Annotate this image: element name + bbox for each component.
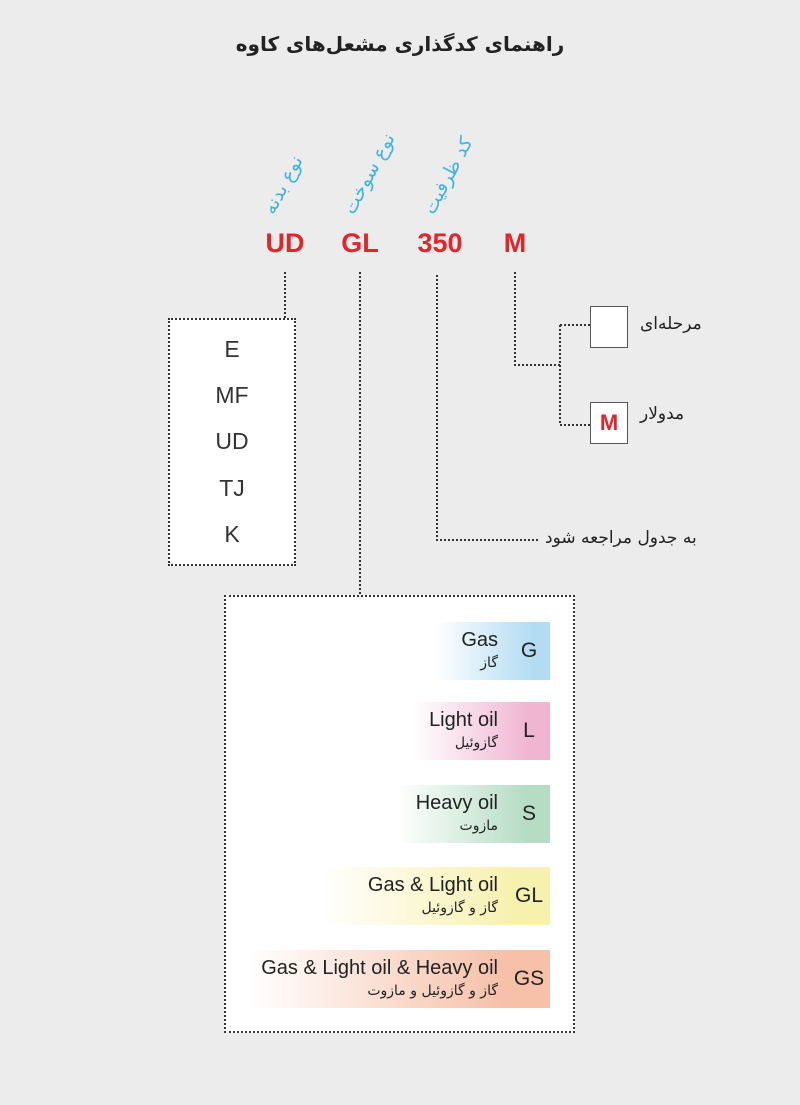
body-type-item: K [224, 521, 240, 548]
fuel-name-fa: گاز و گازوئیل و مازوت [367, 983, 498, 999]
code-fuel-type: GL [341, 228, 379, 258]
mode-label-modulating: مدولار [640, 404, 685, 424]
capacity-note: به جدول مراجعه شود [545, 528, 697, 548]
mode-label-stage: مرحله‌ای [640, 314, 702, 334]
fuel-name-en: Gas & Light oil & Heavy oil [261, 957, 498, 979]
fuel-name-fa: مازوت [459, 818, 498, 834]
mode-box-modulating: M [590, 402, 628, 444]
code-capacity: 350 [417, 228, 463, 258]
fuel-name-en: Gas & Light oil [367, 874, 498, 896]
mode-box-stage [590, 306, 628, 348]
body-type-item: MF [215, 382, 249, 409]
code-body-type: UD [265, 228, 305, 258]
page-title: راهنمای کدگذاری مشعل‌های کاوه [235, 32, 565, 56]
fuel-name: Light oil گازوئیل [429, 708, 498, 754]
fuel-code: GS [513, 967, 545, 990]
body-type-item: TJ [219, 474, 245, 501]
fuel-row-s: Heavy oil مازوت S [397, 785, 550, 843]
body-type-item: E [224, 335, 240, 362]
code-mode: M [503, 228, 527, 258]
fuel-row-l: Light oil گازوئیل L [413, 702, 550, 760]
fuel-name-en: Heavy oil [415, 792, 498, 814]
fuel-code: S [521, 802, 536, 825]
fuel-name-en: Light oil [429, 709, 498, 731]
fuel-name: Heavy oil مازوت [416, 791, 498, 837]
body-type-item: UD [215, 428, 249, 455]
body-type-list: E MF UD TJ K [168, 318, 296, 566]
fuel-name-fa: گاز و گازوئیل [421, 900, 498, 916]
fuel-code: G [520, 639, 538, 662]
fuel-row-g: Gas گاز G [435, 622, 550, 680]
fuel-row-gs: Gas & Light oil & Heavy oil گاز و گازوئیل… [250, 950, 550, 1008]
fuel-name-en: Gas [461, 629, 498, 651]
fuel-name: Gas گاز [461, 628, 498, 674]
fuel-name-fa: گاز [480, 655, 498, 671]
fuel-name: Gas & Light oil & Heavy oil گاز و گازوئیل… [261, 956, 498, 1002]
fuel-name-fa: گازوئیل [454, 735, 498, 751]
fuel-code: L [523, 719, 535, 742]
fuel-row-gl: Gas & Light oil گاز و گازوئیل GL [320, 867, 550, 925]
fuel-code: GL [514, 884, 543, 907]
fuel-name: Gas & Light oil گاز و گازوئیل [368, 873, 498, 919]
